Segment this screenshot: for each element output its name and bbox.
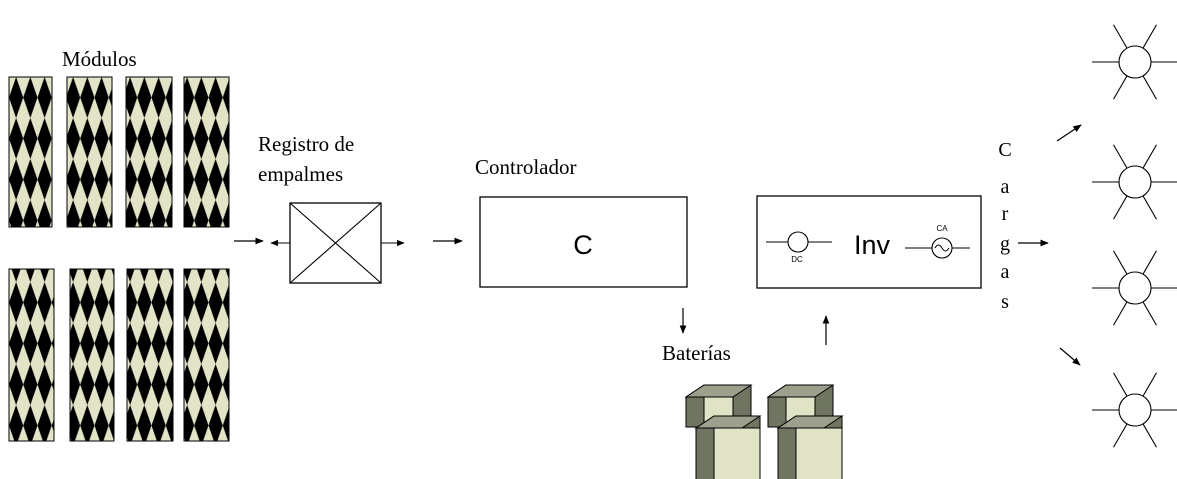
inverter-symbol: Inv bbox=[854, 230, 891, 260]
junction-label-line2: empalmes bbox=[258, 162, 343, 186]
solar-module-icon bbox=[183, 76, 230, 228]
lamp-icon bbox=[1092, 372, 1177, 448]
lamp-icon bbox=[1092, 144, 1177, 220]
loads-letter: g bbox=[1000, 233, 1010, 255]
lamps-group bbox=[1092, 24, 1177, 448]
junction-box-icon bbox=[270, 202, 405, 284]
loads-letter: a bbox=[1001, 176, 1010, 198]
inverter-box: DC Inv CA bbox=[756, 195, 982, 289]
battery-icon bbox=[766, 384, 844, 479]
loads-letter: r bbox=[1002, 203, 1009, 225]
solar-module-icon bbox=[69, 268, 115, 442]
ac-label: CA bbox=[936, 224, 948, 233]
modules-label: Módulos bbox=[62, 47, 137, 71]
solar-module-icon bbox=[126, 268, 174, 442]
loads-letter: a bbox=[1001, 261, 1010, 283]
solar-modules-group bbox=[8, 76, 230, 442]
controller-box bbox=[479, 196, 688, 288]
arrow-to-lamp-upper bbox=[1056, 124, 1082, 142]
solar-module-icon bbox=[8, 268, 55, 442]
arrow-to-lamp-lower bbox=[1059, 347, 1081, 366]
loads-label: C a r g a s bbox=[998, 139, 1011, 313]
dc-label: DC bbox=[791, 255, 803, 264]
batteries-label: Baterías bbox=[662, 341, 731, 365]
lamp-icon bbox=[1092, 24, 1177, 100]
solar-module-icon bbox=[66, 76, 113, 228]
lamp-icon bbox=[1092, 250, 1177, 326]
controller-symbol: C bbox=[573, 230, 593, 260]
loads-letter: s bbox=[1001, 291, 1009, 313]
dc-source-icon bbox=[787, 231, 809, 253]
solar-module-icon bbox=[8, 76, 53, 228]
controller-label: Controlador bbox=[475, 155, 576, 179]
battery-icon bbox=[684, 384, 762, 479]
loads-letter: C bbox=[998, 139, 1011, 161]
junction-label-line1: Registro de bbox=[258, 132, 354, 156]
solar-module-icon bbox=[183, 268, 230, 442]
solar-module-icon bbox=[125, 76, 173, 228]
